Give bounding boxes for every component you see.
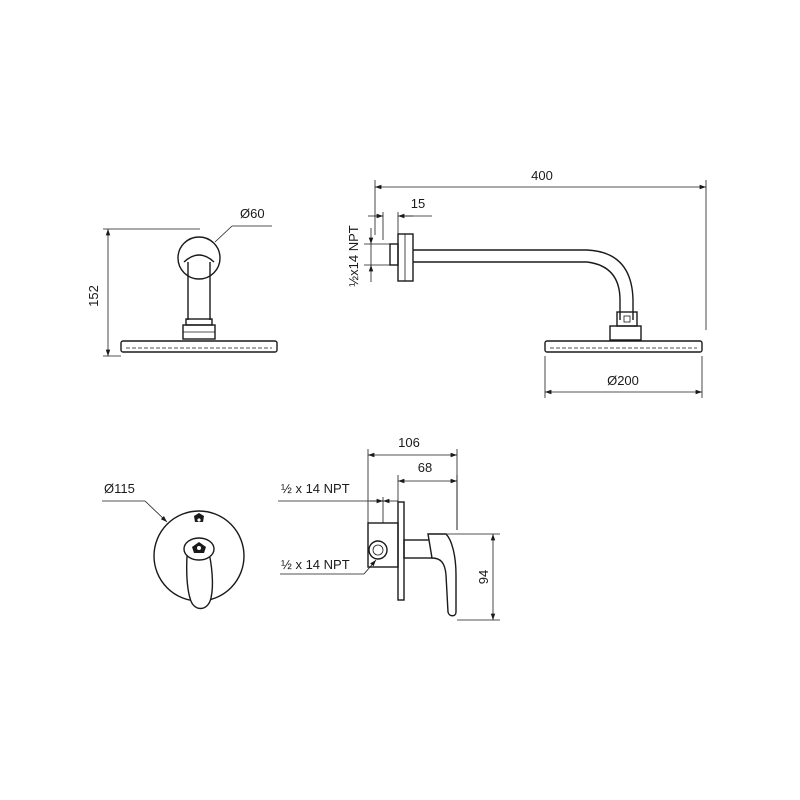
handle-height-label: 94	[476, 570, 491, 584]
overall-length-label: 400	[531, 168, 553, 183]
trim-diameter-callout: Ø115	[102, 481, 168, 523]
height-dimension: 152	[86, 228, 200, 357]
overall-length-dimension: 400	[374, 168, 707, 330]
inlet-top-label: ½ x 14 NPT	[281, 481, 350, 496]
valve-depth-dimension: 106	[367, 435, 458, 530]
valve-trim-front-view	[153, 510, 245, 610]
offset-dimension: 15	[368, 196, 432, 240]
inlet-top-callout: ½ x 14 NPT	[278, 481, 398, 523]
trim-diameter-label: Ø115	[104, 481, 135, 496]
flange-diameter-callout: Ø60	[214, 206, 272, 243]
inlet-vertical-label: ½x14 NPT	[346, 225, 361, 286]
handle-depth-label: 68	[418, 460, 432, 475]
head-diameter-label: Ø200	[607, 373, 639, 388]
shower-arm-side-view	[389, 233, 703, 353]
shower-head-front-view	[120, 236, 278, 353]
handle-height-dimension: 94	[430, 533, 500, 621]
flange-diameter-label: Ø60	[240, 206, 265, 221]
inlet-vertical-callout: ½x14 NPT	[346, 225, 392, 287]
valve-depth-label: 106	[398, 435, 420, 450]
height-label: 152	[86, 285, 101, 307]
inlet-bottom-callout: ½ x 14 NPT	[280, 557, 377, 575]
head-diameter-dimension: Ø200	[544, 356, 703, 398]
offset-label: 15	[411, 196, 425, 211]
handle-depth-dimension: 68	[397, 460, 458, 530]
inlet-bottom-label: ½ x 14 NPT	[281, 557, 350, 572]
valve-side-view	[367, 501, 457, 617]
